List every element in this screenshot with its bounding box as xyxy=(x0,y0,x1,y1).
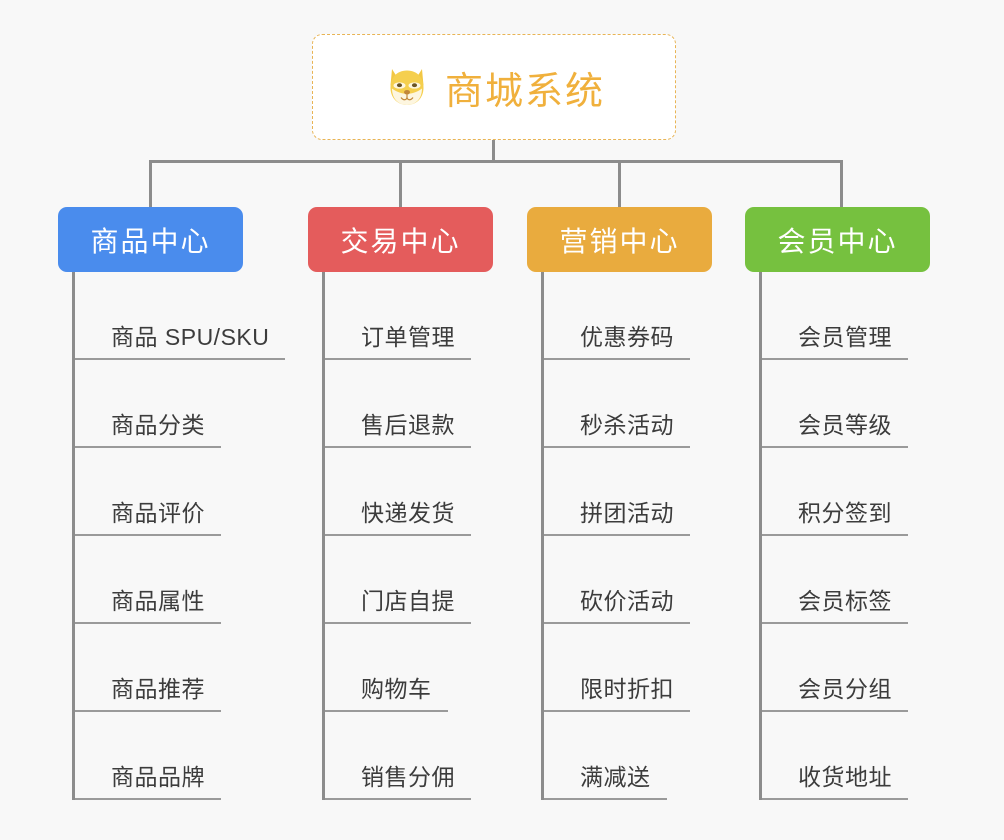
branch-header-marketing[interactable]: 营销中心 xyxy=(527,207,712,272)
leaf-item[interactable]: 商品推荐 xyxy=(75,624,285,712)
leaf-item[interactable]: 会员等级 xyxy=(762,360,930,448)
leaf-group-trade: 订单管理 售后退款 快递发货 门店自提 购物车 销售分佣 xyxy=(322,272,493,800)
leaf-label: 售后退款 xyxy=(325,406,471,448)
leaf-item[interactable]: 商品属性 xyxy=(75,536,285,624)
leaf-label: 秒杀活动 xyxy=(544,406,690,448)
branch-column-member: 会员中心 会员管理 会员等级 积分签到 会员标签 会员分组 收货地址 xyxy=(745,207,930,800)
leaf-label: 积分签到 xyxy=(762,494,908,536)
leaf-group-member: 会员管理 会员等级 积分签到 会员标签 会员分组 收货地址 xyxy=(759,272,930,800)
leaf-label: 门店自提 xyxy=(325,582,471,624)
branch-column-trade: 交易中心 订单管理 售后退款 快递发货 门店自提 购物车 销售分佣 xyxy=(308,207,493,800)
branch-header-trade[interactable]: 交易中心 xyxy=(308,207,493,272)
leaf-item[interactable]: 收货地址 xyxy=(762,712,930,800)
leaf-item[interactable]: 优惠券码 xyxy=(544,272,712,360)
leaf-label: 会员标签 xyxy=(762,582,908,624)
leaf-item[interactable]: 订单管理 xyxy=(325,272,493,360)
leaf-label: 会员分组 xyxy=(762,670,908,712)
leaf-label: 满减送 xyxy=(544,758,667,800)
leaf-label: 会员管理 xyxy=(762,318,908,360)
connector-horizontal-bar xyxy=(149,160,843,163)
branch-header-label: 交易中心 xyxy=(340,225,461,257)
leaf-label: 收货地址 xyxy=(762,758,908,800)
leaf-item[interactable]: 商品 SPU/SKU xyxy=(75,272,286,360)
leaf-item[interactable]: 快递发货 xyxy=(325,448,493,536)
leaf-item[interactable]: 会员分组 xyxy=(762,624,930,712)
leaf-item[interactable]: 会员标签 xyxy=(762,536,930,624)
leaf-label: 商品属性 xyxy=(75,582,221,624)
leaf-item[interactable]: 拼团活动 xyxy=(544,448,712,536)
leaf-label: 商品 SPU/SKU xyxy=(75,318,286,360)
root-node[interactable]: 商城系统 xyxy=(312,34,676,140)
branch-column-marketing: 营销中心 优惠券码 秒杀活动 拼团活动 砍价活动 限时折扣 满减送 xyxy=(527,207,712,800)
leaf-item[interactable]: 商品品牌 xyxy=(75,712,285,800)
branch-column-product: 商品中心 商品 SPU/SKU 商品分类 商品评价 商品属性 商品推荐 商品品牌 xyxy=(58,207,286,800)
leaf-label: 会员等级 xyxy=(762,406,908,448)
leaf-label: 快递发货 xyxy=(325,494,471,536)
leaf-item[interactable]: 商品评价 xyxy=(75,448,285,536)
connector-stem xyxy=(492,140,495,162)
leaf-label: 商品评价 xyxy=(75,494,221,536)
leaf-item[interactable]: 限时折扣 xyxy=(544,624,712,712)
leaf-label: 订单管理 xyxy=(325,318,471,360)
leaf-label: 销售分佣 xyxy=(325,758,471,800)
leaf-item[interactable]: 秒杀活动 xyxy=(544,360,712,448)
leaf-item[interactable]: 满减送 xyxy=(544,712,712,800)
leaf-label: 砍价活动 xyxy=(544,582,690,624)
leaf-label: 优惠券码 xyxy=(544,318,690,360)
leaf-label: 购物车 xyxy=(325,670,448,712)
branch-header-product[interactable]: 商品中心 xyxy=(58,207,243,272)
leaf-item[interactable]: 门店自提 xyxy=(325,536,493,624)
leaf-label: 商品推荐 xyxy=(75,670,221,712)
branch-header-member[interactable]: 会员中心 xyxy=(745,207,930,272)
leaf-label: 限时折扣 xyxy=(544,670,690,712)
branch-header-label: 商品中心 xyxy=(90,225,211,257)
root-title: 商城系统 xyxy=(444,70,605,113)
leaf-label: 商品分类 xyxy=(75,406,221,448)
leaf-item[interactable]: 售后退款 xyxy=(325,360,493,448)
leaf-label: 商品品牌 xyxy=(75,758,221,800)
leaf-item[interactable]: 购物车 xyxy=(325,624,493,712)
leaf-item[interactable]: 积分签到 xyxy=(762,448,930,536)
leaf-item[interactable]: 砍价活动 xyxy=(544,536,712,624)
branch-header-label: 会员中心 xyxy=(777,225,898,257)
leaf-item[interactable]: 会员管理 xyxy=(762,272,930,360)
leaf-group-marketing: 优惠券码 秒杀活动 拼团活动 砍价活动 限时折扣 满减送 xyxy=(541,272,712,800)
connector-drop-3 xyxy=(618,160,621,207)
connector-drop-1 xyxy=(149,160,152,207)
connector-drop-2 xyxy=(399,160,402,207)
leaf-item[interactable]: 销售分佣 xyxy=(325,712,493,800)
shiba-dog-face-icon xyxy=(383,63,431,111)
leaf-item[interactable]: 商品分类 xyxy=(75,360,285,448)
branch-header-label: 营销中心 xyxy=(559,225,680,257)
connector-drop-4 xyxy=(840,160,843,207)
leaf-label: 拼团活动 xyxy=(544,494,690,536)
leaf-group-product: 商品 SPU/SKU 商品分类 商品评价 商品属性 商品推荐 商品品牌 xyxy=(72,272,286,800)
